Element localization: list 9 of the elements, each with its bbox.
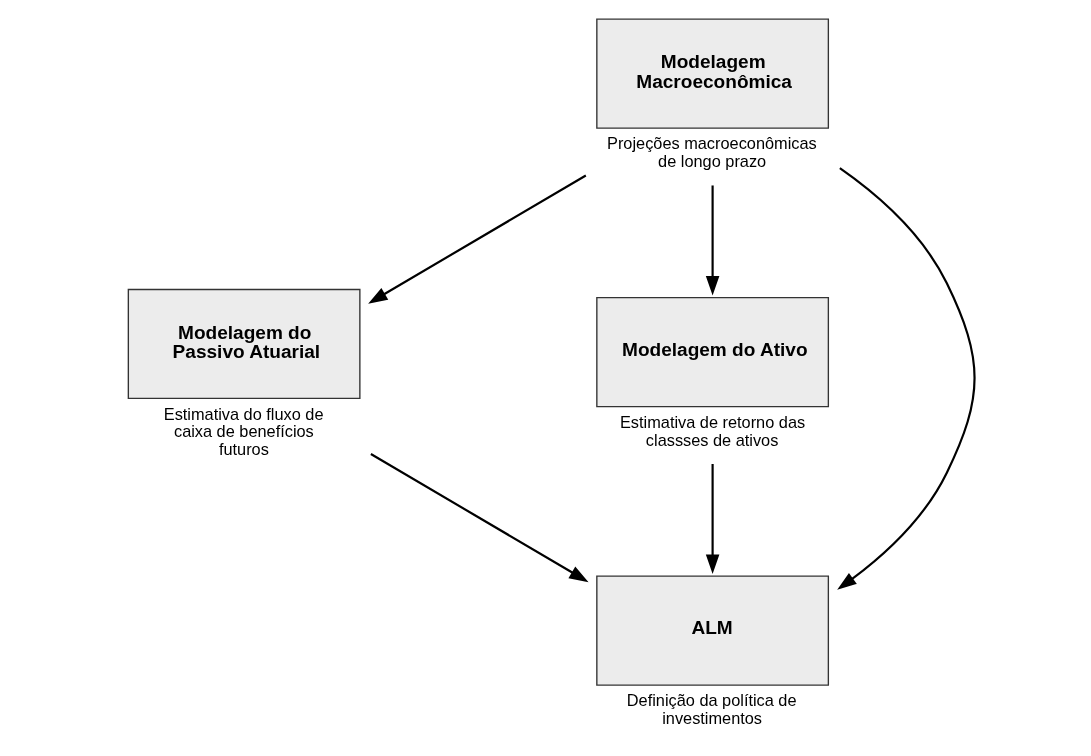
node-label: Estimativa do fluxo de caixa de benefícios futuros: [163, 404, 323, 459]
arrow: [367, 174, 586, 304]
arrow: [369, 453, 589, 583]
node-label: Estimativa de retorno das classses de ativos: [619, 412, 805, 449]
arrow: [836, 167, 976, 590]
node-label: Projeções macroeconômicas de longo prazo: [606, 134, 817, 171]
arrow: [705, 464, 719, 574]
arrow: [705, 185, 719, 296]
node-label: Definição da política de investimentos: [626, 691, 797, 728]
